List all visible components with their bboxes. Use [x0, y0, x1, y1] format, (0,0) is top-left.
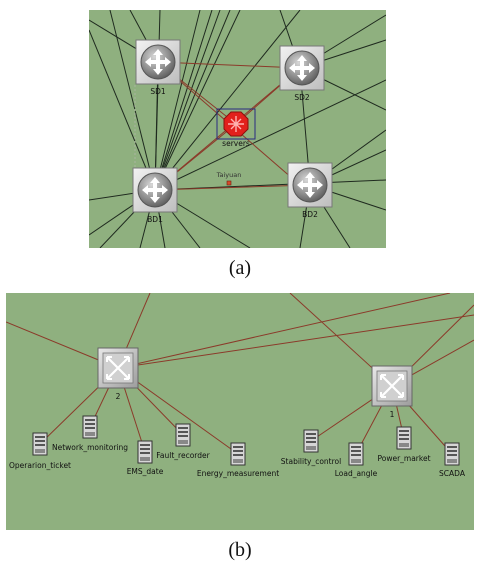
router-sd2[interactable]: SD2 [279, 45, 325, 102]
router-label-bd2: BD2 [302, 210, 318, 219]
server-host-icon [444, 442, 460, 466]
router-icon [132, 167, 178, 213]
host-scada[interactable]: SCADA [439, 442, 466, 478]
server-host-icon [396, 426, 412, 450]
switch-icon [96, 346, 140, 390]
router-icon [279, 45, 325, 91]
host-label: Fault_recorder [156, 451, 210, 460]
switch-icon [370, 364, 414, 408]
city-label: Taiyuan [216, 171, 242, 179]
panel-a: SD1 SD2 BD1 BD2 servers Taiyuan [89, 10, 386, 248]
host-label: Stability_control [281, 457, 341, 466]
host-label: SCADA [439, 469, 466, 478]
servers-label: servers [222, 139, 250, 148]
switch-2[interactable]: 2 [96, 346, 140, 401]
server-host-icon [175, 423, 191, 447]
switch-1[interactable]: 1 [370, 364, 414, 419]
host-power-market[interactable]: Power_market [377, 426, 431, 463]
router-bd1[interactable]: BD1 [132, 167, 178, 224]
host-label: EMS_date [127, 467, 164, 476]
panel-b-background [6, 293, 474, 530]
city-marker [226, 180, 232, 186]
router-bd2[interactable]: BD2 [287, 162, 333, 219]
host-load-angle[interactable]: Load_angle [335, 442, 378, 478]
server-host-icon [348, 442, 364, 466]
host-stability-control[interactable]: Stability_control [281, 429, 341, 466]
host-ems-date[interactable]: EMS_date [127, 440, 164, 476]
router-label-bd1: BD1 [147, 215, 163, 224]
switch-label-1: 1 [390, 410, 395, 419]
host-label: Energy_measurement [197, 469, 279, 478]
host-label: Load_angle [335, 469, 378, 478]
servers-node[interactable]: servers [216, 108, 256, 148]
city-node: Taiyuan [216, 171, 242, 186]
host-label: Power_market [377, 454, 430, 463]
router-label-sd2: SD2 [294, 93, 310, 102]
router-icon [135, 39, 181, 85]
host-label: Network_monitoring [52, 443, 128, 452]
panel-a-links [89, 10, 386, 248]
server-host-icon [230, 442, 246, 466]
server-host-icon [32, 432, 48, 456]
host-operation-ticket[interactable]: Operarion_ticket [9, 432, 71, 470]
server-host-icon [303, 429, 319, 453]
switch-label-2: 2 [116, 392, 121, 401]
panel-b: 2 1 Operarion_ticket Network_monitoring … [6, 293, 474, 530]
caption-b: (b) [228, 539, 251, 561]
server-host-icon [137, 440, 153, 464]
router-sd1[interactable]: SD1 [135, 39, 181, 96]
server-host-icon [82, 415, 98, 439]
router-icon [287, 162, 333, 208]
host-network-monitoring[interactable]: Network_monitoring [52, 415, 128, 452]
host-energy-measurement[interactable]: Energy_measurement [197, 442, 279, 478]
host-label: Operarion_ticket [9, 461, 71, 470]
host-fault-recorder[interactable]: Fault_recorder [156, 423, 211, 460]
router-label-sd1: SD1 [150, 87, 166, 96]
caption-a: (a) [229, 257, 251, 279]
